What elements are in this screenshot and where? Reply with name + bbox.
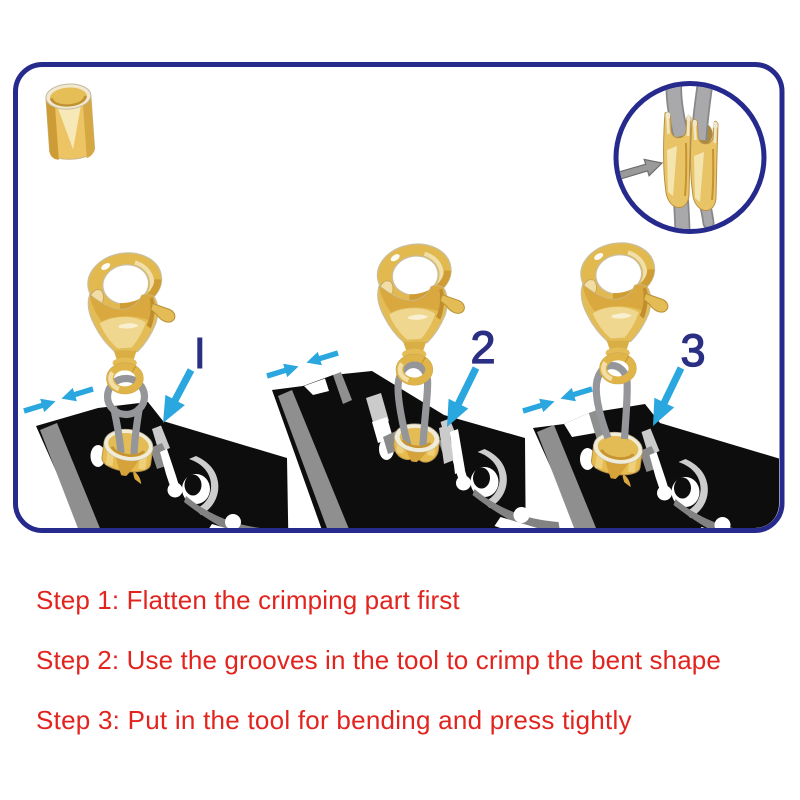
svg-text:Step 3: Put in the tool for be: Step 3: Put in the tool for bending and … [36, 705, 632, 735]
svg-text:2: 2 [470, 322, 495, 373]
svg-text:3: 3 [680, 325, 705, 376]
svg-text:Step 1: Flatten the crimping p: Step 1: Flatten the crimping part first [36, 585, 460, 615]
svg-text:Step 2: Use the grooves in the: Step 2: Use the grooves in the tool to c… [36, 645, 721, 675]
